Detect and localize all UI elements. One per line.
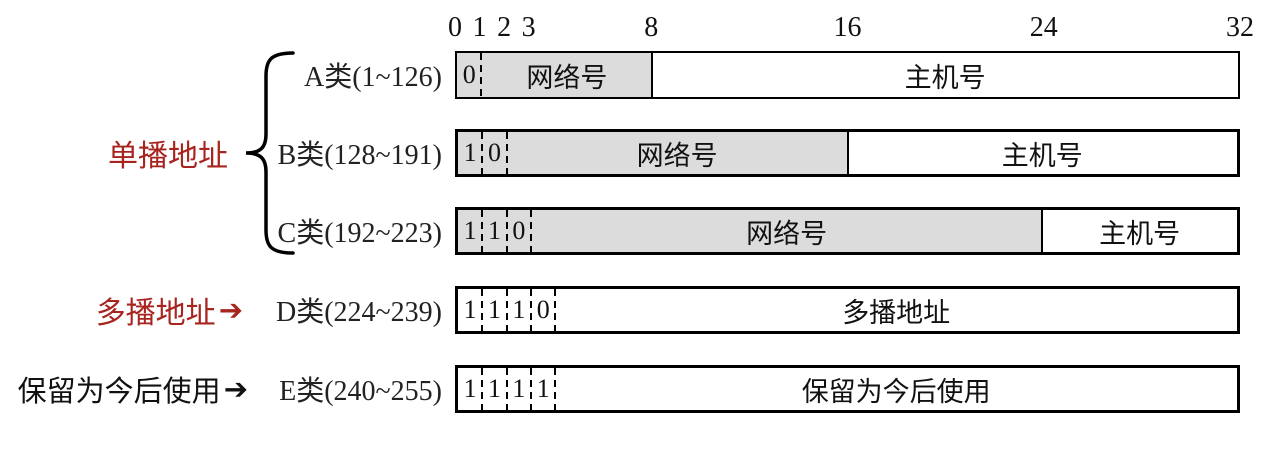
field-divider [846,132,849,174]
multicast-group-label: 多播地址 ➔ [30,286,243,334]
field-label: 网络号 [636,140,718,171]
field-divider [1041,210,1044,252]
unicast-brace [245,51,295,255]
ruler-label-24: 24 [1029,12,1058,43]
reserved-group-text: 保留为今后使用 [17,376,221,408]
class-E-label: E类(240~255) [279,376,442,407]
ruler-label-0: 0 [448,12,462,43]
ruler-label-2: 2 [497,12,512,43]
class-B-label: B类(128~191) [277,140,442,171]
class-C-label: C类(192~223) [277,218,442,249]
leading-bit-1: 1 [463,295,477,324]
right-arrow-icon: ➔ [223,371,248,406]
bit-separator-dashed [505,368,508,410]
ruler-label-3: 3 [521,12,536,43]
leading-bit-2: 1 [488,295,502,324]
unicast-group-text: 单播地址 [108,140,228,173]
bit-separator-dashed [530,368,533,410]
field-label: 保留为今后使用 [801,376,991,407]
ruler-label-16: 16 [833,12,862,43]
bit-separator-dashed [505,289,508,331]
leading-bit-1: 1 [463,216,477,245]
leading-bit-2: 1 [488,216,502,245]
field-label: 网络号 [526,62,608,93]
leading-bit-3: 1 [512,374,526,403]
network-field-shade [457,53,653,97]
network-field-shade [458,210,1043,252]
leading-bit-4: 1 [536,374,550,403]
leading-bit-1: 1 [463,138,477,167]
bit-separator-dashed [481,210,484,252]
bit-separator-dashed [505,210,508,252]
bit-separator-dashed [530,210,533,252]
unicast-group-label: 单播地址 [30,129,228,177]
field-label: 主机号 [1001,140,1083,171]
bit-separator-dashed [505,132,508,174]
bit-separator-dashed [481,132,484,174]
bit-separator-dashed [481,289,484,331]
bit-separator-dashed [554,368,557,410]
ruler-label-1: 1 [472,12,487,43]
multicast-group-text: 多播地址 [95,297,216,330]
bit-separator-dashed [481,368,484,410]
class-D-label: D类(224~239) [275,297,442,328]
field-label: 主机号 [1099,218,1181,249]
leading-bit-2: 1 [488,374,502,403]
leading-bit-4: 0 [536,295,550,324]
field-label: 网络号 [746,218,828,249]
reserved-group-label: 保留为今后使用 ➔ [0,365,248,413]
ruler-label-32: 32 [1226,12,1254,43]
leading-bit-3: 1 [512,295,526,324]
leading-bit-3: 0 [512,216,526,245]
field-divider [651,53,654,97]
leading-bit-1: 0 [462,60,476,89]
field-label: 主机号 [904,62,986,93]
class-A-box: 0 网络号 主机号 [455,51,1240,99]
leading-bit-1: 1 [463,374,477,403]
right-arrow-icon: ➔ [218,292,243,327]
bit-separator-dashed [480,53,483,97]
field-label: 多播地址 [842,297,951,328]
ruler-label-8: 8 [644,12,659,43]
leading-bit-2: 0 [488,138,502,167]
network-field-shade [458,132,848,174]
class-A-label: A类(1~126) [303,62,442,93]
bit-separator-dashed [554,289,557,331]
bit-separator-dashed [530,289,533,331]
